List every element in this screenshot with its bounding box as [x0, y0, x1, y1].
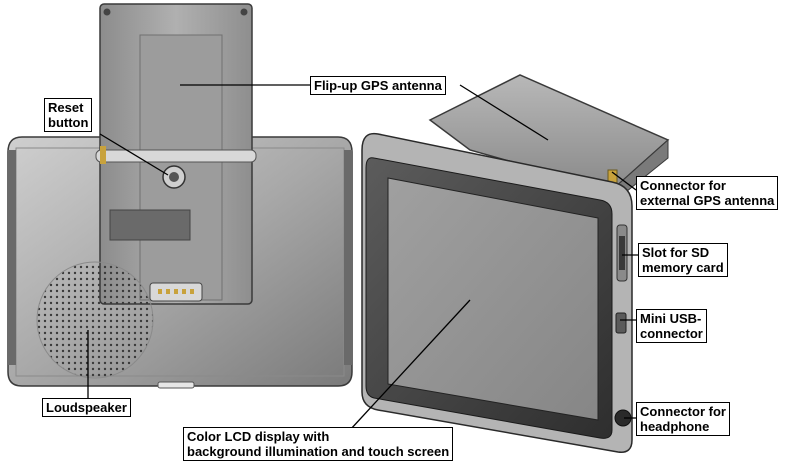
- lcd-screen: [387, 177, 599, 421]
- label-lcd-display: Color LCD display with background illumi…: [183, 427, 454, 461]
- label-sd-slot: Slot for SD memory card: [638, 243, 728, 277]
- hinge-bar: [95, 149, 257, 163]
- label-plate: [109, 209, 191, 241]
- dock-pins: [158, 289, 194, 294]
- label-flip-up-gps-antenna: Flip-up GPS antenna: [310, 76, 446, 95]
- antenna-screw-left: [103, 8, 111, 16]
- mini-usb-port: [615, 312, 627, 334]
- label-reset-button-line1: Reset: [48, 100, 84, 115]
- loudspeaker-grille: [37, 262, 153, 378]
- label-sd-slot-line1: Slot for SD: [642, 245, 710, 260]
- label-external-antenna-line2: external GPS antenna: [640, 193, 775, 208]
- label-loudspeaker-line1: Loudspeaker: [46, 400, 127, 415]
- label-external-antenna-connector: Connector for external GPS antenna: [636, 176, 779, 210]
- bottom-slot: [157, 381, 195, 389]
- left-grip: [8, 150, 16, 365]
- leader-reset: [99, 133, 169, 176]
- label-lcd-display-line2: background illumination and touch screen: [187, 444, 450, 459]
- device-back-view: [7, 3, 353, 389]
- label-headphone-line2: headphone: [640, 419, 710, 434]
- label-flip-up-gps-antenna-line1: Flip-up GPS antenna: [314, 78, 442, 93]
- label-headphone-line1: Connector for: [640, 404, 726, 419]
- label-sd-slot-line2: memory card: [642, 260, 724, 275]
- leader-lines: [87, 84, 640, 431]
- label-mini-usb-line1: Mini USB-: [640, 311, 702, 326]
- label-reset-button-line2: button: [48, 115, 89, 130]
- label-reset-button: Reset button: [44, 98, 93, 132]
- label-lcd-display-line1: Color LCD display with: [187, 429, 330, 444]
- reset-hole: [169, 172, 179, 182]
- leader-external-antenna: [611, 171, 637, 191]
- leader-lcd: [349, 299, 471, 431]
- right-grip: [344, 150, 352, 365]
- label-external-antenna-line1: Connector for: [640, 178, 726, 193]
- label-loudspeaker: Loudspeaker: [42, 398, 131, 417]
- hinge-accent: [100, 146, 106, 164]
- label-headphone-connector: Connector for headphone: [636, 402, 730, 436]
- label-mini-usb-line2: connector: [640, 326, 703, 341]
- antenna-screw-right: [240, 8, 248, 16]
- device-front-view: [361, 74, 670, 453]
- label-mini-usb: Mini USB- connector: [636, 309, 707, 343]
- leader-gps-antenna-front: [459, 84, 549, 141]
